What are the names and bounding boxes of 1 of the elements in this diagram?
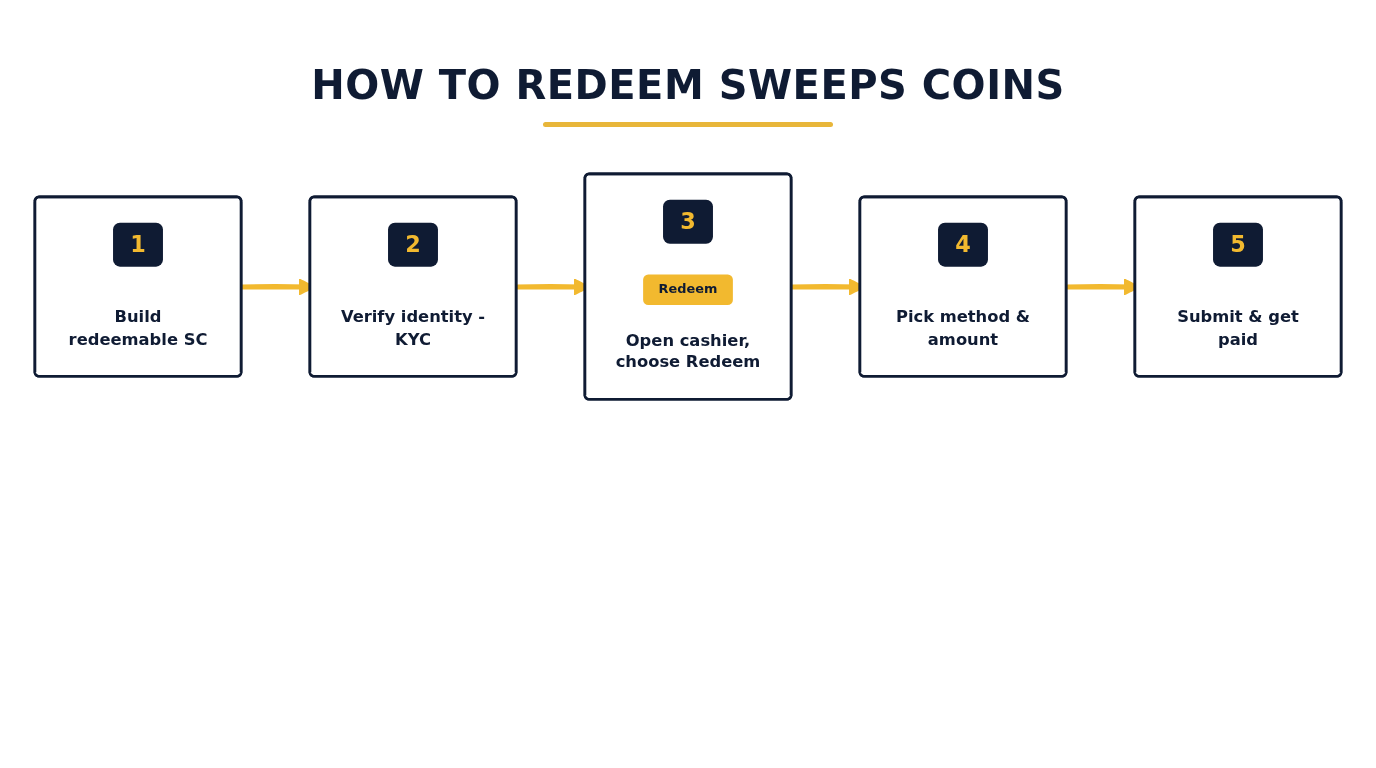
title: HOW TO REDEEM SWEEPS COINS bbox=[311, 62, 1065, 108]
